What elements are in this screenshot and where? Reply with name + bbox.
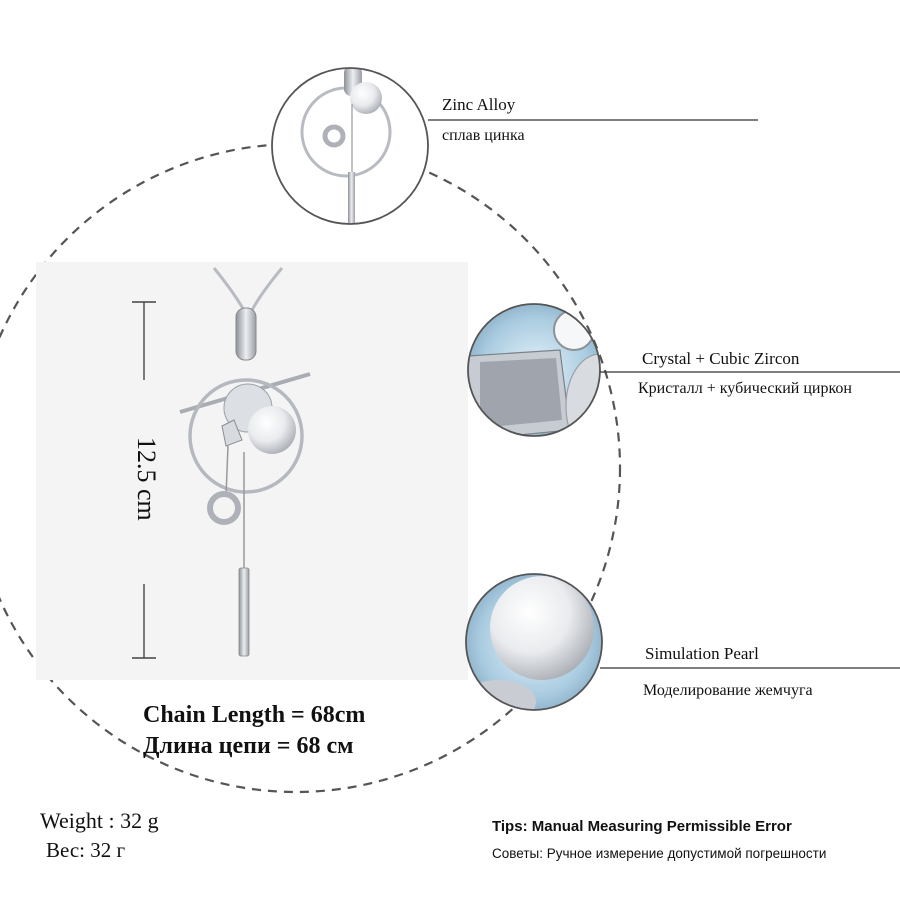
feature-pearl-en: Simulation Pearl xyxy=(645,644,759,663)
pearl-detail-image xyxy=(465,573,603,711)
feature-crystal-en: Crystal + Cubic Zircon xyxy=(642,349,800,368)
feature-zinc-alloy-ru: сплав цинка xyxy=(442,127,525,144)
feature-crystal-ru: Кристалл + кубический циркон xyxy=(638,380,852,397)
callout-lines xyxy=(428,119,900,669)
chain-length-ru: Длина цепи = 68 см xyxy=(143,733,354,759)
crystal-detail-image xyxy=(467,303,601,437)
measurement-label: 12.5 cm xyxy=(132,437,161,521)
weight-en: Weight : 32 g xyxy=(40,808,159,833)
measurement-bracket xyxy=(132,301,156,659)
zinc-alloy-detail-image xyxy=(271,67,429,225)
weight-ru: Вес: 32 г xyxy=(46,838,126,862)
feature-pearl-ru: Моделирование жемчуга xyxy=(643,682,813,699)
chain-length-en: Chain Length = 68cm xyxy=(143,702,366,728)
pendant-image xyxy=(179,267,311,657)
tips-ru: Советы: Ручное измерение допустимой погр… xyxy=(492,846,827,861)
feature-zinc-alloy-en: Zinc Alloy xyxy=(442,95,516,114)
tips-en: Tips: Manual Measuring Permissible Error xyxy=(492,818,792,835)
